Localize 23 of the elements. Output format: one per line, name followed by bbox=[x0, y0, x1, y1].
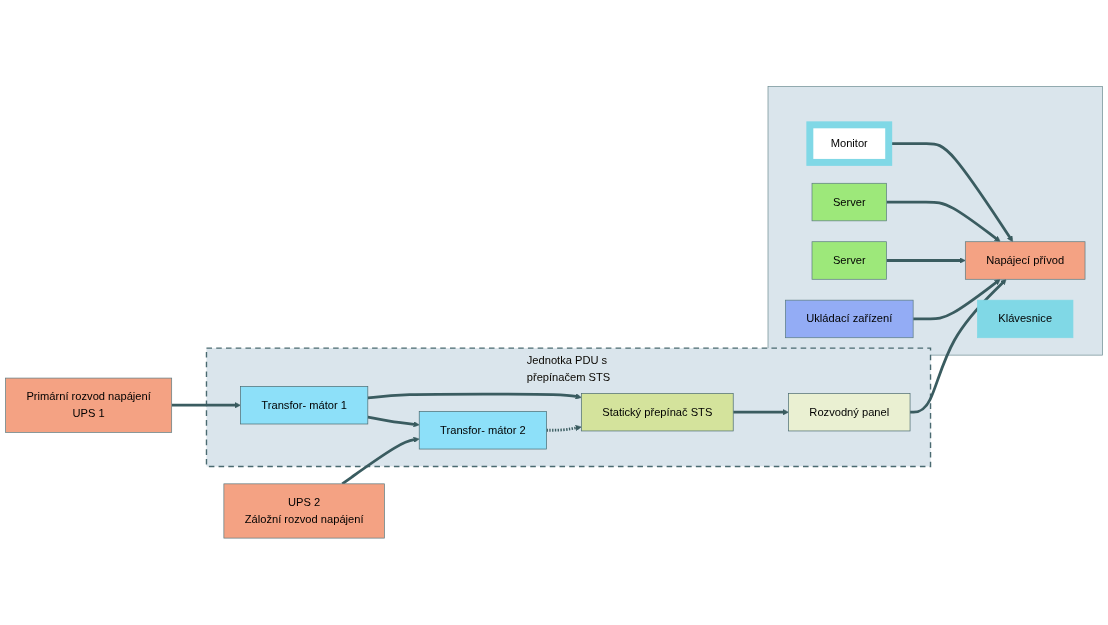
node-box: Monitor bbox=[806, 121, 893, 167]
node-box: Server bbox=[811, 241, 887, 280]
node-box: Primární rozvod napájení UPS 1 bbox=[5, 377, 173, 433]
arrow bbox=[733, 409, 789, 416]
arrow bbox=[546, 425, 582, 432]
node-box: Klávesnice bbox=[977, 299, 1074, 339]
arrow bbox=[913, 279, 1001, 321]
node-box: Server bbox=[811, 183, 887, 222]
arrow bbox=[367, 392, 582, 400]
node-box: Rozvodný panel bbox=[788, 393, 911, 432]
arrow bbox=[886, 200, 1001, 243]
node-box: Statický přepínač STS bbox=[581, 393, 734, 432]
arrow bbox=[171, 402, 241, 409]
node-box: Transfor- mátor 2 bbox=[418, 411, 547, 450]
arrow bbox=[886, 257, 966, 264]
arrow bbox=[910, 279, 1007, 414]
node-box: UPS 2 Záložní rozvod napájení bbox=[223, 483, 385, 539]
node-box: Transfor- mátor 1 bbox=[240, 386, 369, 425]
arrow bbox=[367, 415, 420, 428]
arrow bbox=[888, 142, 1014, 243]
node-box: Ukládací zařízení bbox=[785, 299, 914, 339]
node-box: Napájecí přívod bbox=[964, 241, 1086, 280]
cluster bbox=[767, 86, 1103, 356]
